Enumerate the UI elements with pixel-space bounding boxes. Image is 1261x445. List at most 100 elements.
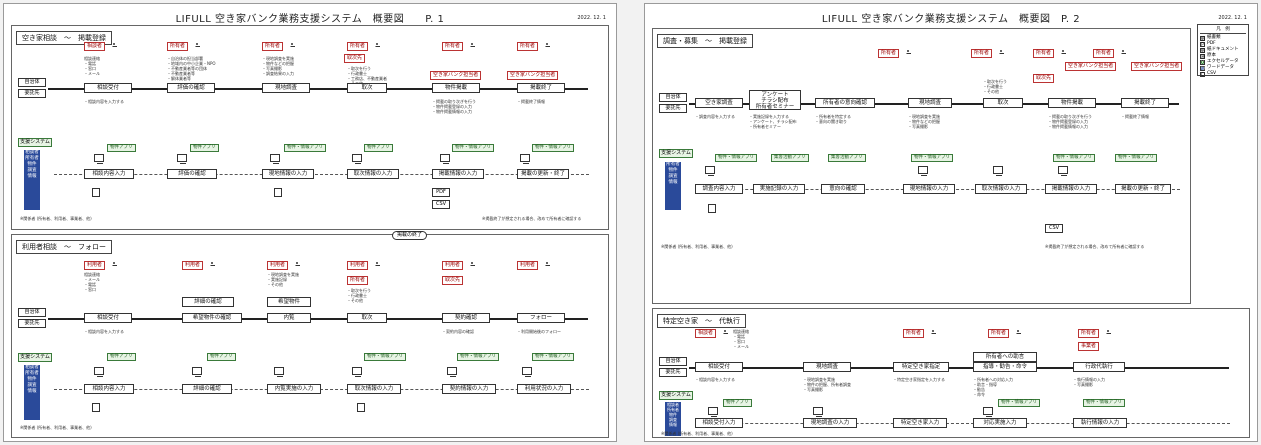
flow-step-tall: 所有者への助言 bbox=[973, 352, 1037, 362]
system-line bbox=[54, 389, 589, 390]
note: ・執行情報の入力 ・写真撮影 bbox=[1073, 377, 1105, 387]
actor: 所有者 bbox=[167, 42, 189, 51]
person-icon bbox=[1016, 330, 1021, 336]
app-tag: 物件・情報アプリ bbox=[364, 353, 406, 361]
pc-icon bbox=[983, 407, 993, 417]
flow-step: 相談受付 bbox=[84, 83, 132, 93]
pc-icon bbox=[94, 154, 104, 164]
flow-step: 契約確認 bbox=[442, 313, 490, 323]
app-tag: 物件アプリ bbox=[190, 144, 219, 152]
person-icon bbox=[375, 43, 380, 49]
flow-step: 相談受付 bbox=[695, 362, 743, 372]
side-item: 相談者 bbox=[25, 150, 39, 155]
actor-extra: 空き家バンク担当者 bbox=[1065, 62, 1117, 71]
actor: 利用者 bbox=[517, 261, 539, 270]
document-icon bbox=[274, 188, 282, 197]
section-designated-vacant-house: 特定空き家 ～ 代執行 相談者 所有者 所有者 所有者 事業者 自治体 委託先 … bbox=[652, 308, 1250, 438]
document-icon bbox=[92, 403, 100, 412]
legend-symbol: P bbox=[1200, 41, 1205, 47]
app-tag: 物件・情報アプリ bbox=[715, 154, 757, 162]
section-title: 空き家相談 ～ 掲載登録 bbox=[16, 31, 112, 45]
input-step: 取次情報の入力 bbox=[975, 184, 1027, 194]
note: ・実施記録を入力する ・アンケート、チラシ配布 ・所有者セミナー bbox=[749, 114, 797, 129]
input-step: 相談内容入力 bbox=[84, 384, 134, 394]
pc-icon bbox=[270, 154, 280, 164]
process-line bbox=[48, 88, 588, 90]
legend-label: PDF bbox=[1207, 41, 1216, 46]
legend-row: 紙紙書類 bbox=[1200, 35, 1246, 41]
person-icon bbox=[1121, 50, 1126, 56]
person-icon bbox=[931, 330, 936, 336]
pc-icon bbox=[352, 367, 362, 377]
app-tag: 物件・情報アプリ bbox=[1053, 154, 1095, 162]
legend-label: ワードデータ bbox=[1207, 65, 1234, 70]
side-item: 情報 bbox=[27, 389, 37, 394]
flow-step-top: 希望物件 bbox=[267, 297, 311, 307]
document-icon bbox=[357, 403, 365, 412]
app-tag: 物件・情報アプリ bbox=[532, 144, 574, 152]
pc-icon bbox=[1058, 166, 1068, 176]
person-icon bbox=[545, 262, 550, 268]
label-contractor: 委託先 bbox=[659, 104, 687, 113]
app-tag: 物件・情報アプリ bbox=[1115, 154, 1157, 162]
person-icon bbox=[290, 43, 295, 49]
actor: 所有者 bbox=[878, 49, 900, 58]
legend-label: 紙書類 bbox=[1207, 35, 1221, 40]
actor-extra: 取次先 bbox=[1033, 74, 1055, 83]
note: ・相談内容を入力する bbox=[84, 99, 124, 104]
app-tag: 物件アプリ bbox=[723, 399, 752, 407]
side-item: 情報 bbox=[27, 174, 37, 179]
actor: 相談者 bbox=[695, 329, 717, 338]
pc-icon bbox=[274, 367, 284, 377]
side-items: 相談者 所有者 物件 調査 情報 bbox=[24, 365, 40, 420]
person-icon bbox=[470, 262, 475, 268]
person-icon bbox=[112, 43, 117, 49]
document-icon bbox=[92, 188, 100, 197]
input-step: 掲載の更新・終了 bbox=[1115, 184, 1171, 194]
note: ・取次を行う ・行政書士 ・その他 bbox=[347, 288, 371, 303]
input-step: 執行情報の入力 bbox=[1073, 418, 1127, 428]
app-tag: 物件・情報アプリ bbox=[911, 154, 953, 162]
pc-icon bbox=[352, 154, 362, 164]
label-contractor: 委託先 bbox=[18, 319, 46, 328]
actor: 利用者 bbox=[347, 261, 369, 270]
input-step: 相談受付入力 bbox=[695, 418, 743, 428]
person-icon bbox=[723, 330, 728, 336]
actor: 利用者 bbox=[267, 261, 289, 270]
input-step: 取次情報の入力 bbox=[347, 169, 399, 179]
note: ・自治体の担当部署 ・地域内の中小企業・NPO ・不動産業者等の団体 ・不動産業… bbox=[167, 56, 216, 81]
actor: 所有者 bbox=[1033, 49, 1055, 58]
flow-step: 所有者の意向確認 bbox=[815, 98, 875, 108]
side-items: 相談者 所有者 物件 調査 情報 bbox=[24, 150, 40, 210]
input-step: 利用状況の入力 bbox=[517, 384, 571, 394]
note: ・所有者を特定する ・意向の聞き取り bbox=[815, 114, 851, 124]
note: ・掲載終了情報 bbox=[1121, 114, 1149, 119]
actor: 所有者 bbox=[442, 42, 464, 51]
legend-symbol: 原 bbox=[1200, 53, 1205, 59]
legend-label: 原本 bbox=[1207, 53, 1216, 58]
label-support-system: 支援システム bbox=[18, 138, 52, 147]
label-contractor: 委託先 bbox=[18, 89, 46, 98]
flow-step: 空き家調査 bbox=[695, 98, 743, 108]
side-item: 調査 bbox=[27, 168, 37, 173]
pc-icon bbox=[708, 407, 718, 417]
page-date: 2022. 12. 1 bbox=[1218, 15, 1247, 21]
legend-row: 原原本 bbox=[1200, 53, 1246, 59]
side-item: 調査 bbox=[668, 174, 678, 179]
app-tag: 物件・情報アプリ bbox=[457, 353, 499, 361]
label-municipality: 自治体 bbox=[18, 308, 46, 317]
legend-title: 凡 例 bbox=[1200, 27, 1246, 34]
app-tag: 物件アプリ bbox=[207, 353, 236, 361]
legend-symbol: 紙 bbox=[1200, 35, 1205, 41]
note: ・利用開始後のフォロー bbox=[517, 329, 561, 334]
label-municipality: 自治体 bbox=[659, 357, 687, 366]
input-step: 掲載情報の入力 bbox=[432, 169, 484, 179]
flow-step: 取次 bbox=[983, 98, 1023, 108]
app-tag: 物件・情報アプリ bbox=[1083, 399, 1125, 407]
input-step: 掲載情報の入力 bbox=[1045, 184, 1097, 194]
legend-symbol: 紙 bbox=[1200, 47, 1205, 53]
section-consultation-registration: 空き家相談 ～ 掲載登録 相談者 所有者 所有者 所有者 所有者 所有者 取次先… bbox=[11, 25, 609, 230]
app-tag: 物件・情報アプリ bbox=[532, 353, 574, 361]
